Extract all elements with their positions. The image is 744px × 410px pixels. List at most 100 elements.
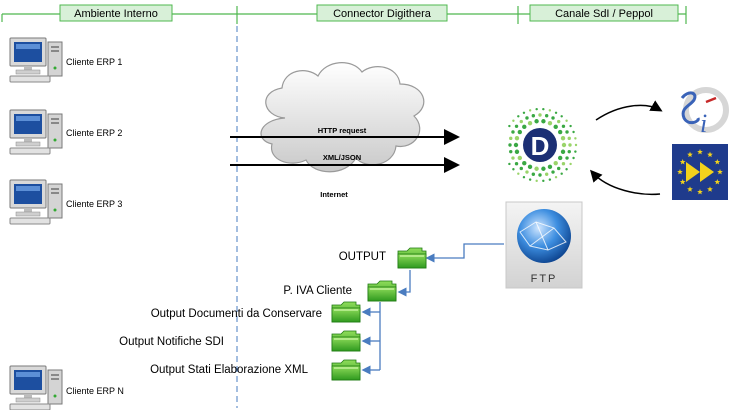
- logo-dot: [565, 168, 568, 171]
- folder-output-label: OUTPUT: [339, 251, 386, 263]
- arrow-to-sdi: [595, 100, 663, 121]
- logo-dot: [517, 115, 520, 118]
- logo-dot: [574, 137, 577, 140]
- sdi-logo-letter: i: [700, 109, 707, 138]
- star-mark: [677, 169, 683, 175]
- digithera-logo-icon: [508, 107, 578, 183]
- logo-dot: [527, 120, 533, 126]
- client-label: Cliente ERP N: [66, 386, 124, 396]
- folder-notifiche-label: Output Notifiche SDI: [119, 336, 224, 348]
- connector-output-to-piva: [397, 270, 411, 297]
- ftp-label: FTP: [531, 273, 558, 285]
- section-header-channel: Canale SdI / Peppol: [517, 4, 687, 24]
- cloud-icon: [260, 62, 425, 173]
- logo-dot: [531, 114, 536, 118]
- logo-dot: [514, 136, 520, 141]
- logo-dot: [557, 129, 563, 135]
- star-mark: [697, 189, 703, 195]
- logo-dot: [557, 119, 561, 124]
- logo-dot: [522, 176, 526, 179]
- logo-dot: [568, 143, 572, 147]
- peppol-logo: [672, 144, 728, 200]
- logo-dot: [544, 114, 549, 118]
- folder-piva: P. IVA Cliente: [283, 280, 397, 302]
- logo-dot: [561, 162, 566, 166]
- logo-dot: [538, 113, 542, 117]
- logo-dot: [553, 124, 558, 130]
- internet-cloud: HTTP request XML/JSON Internet: [260, 62, 425, 199]
- section-header-internal: Ambiente Interno: [1, 4, 237, 22]
- star-mark: [714, 179, 721, 185]
- cloud-format-label: XML/JSON: [323, 153, 361, 162]
- logo-dot: [557, 166, 561, 171]
- logo-dot: [538, 173, 542, 177]
- logo-dot: [569, 162, 572, 166]
- folder-docs-label: Output Documenti da Conservare: [151, 308, 322, 320]
- logo-dot: [574, 150, 577, 153]
- logo-dot: [511, 130, 515, 134]
- logo-dot: [560, 136, 566, 141]
- logo-dot: [535, 107, 538, 111]
- logo-dot: [512, 168, 515, 171]
- logo-dot: [522, 124, 527, 130]
- folder-icon: [367, 280, 397, 302]
- logo-dot: [561, 142, 567, 148]
- logo-dot: [560, 149, 566, 154]
- logo-dot: [509, 149, 513, 154]
- folder-stati-label: Output Stati Elaborazione XML: [150, 364, 308, 376]
- folder-piva-label: P. IVA Cliente: [283, 285, 352, 297]
- folder-notifiche: Output Notifiche SDI: [119, 330, 361, 352]
- computer-icon: [9, 179, 63, 225]
- logo-dot: [554, 111, 558, 114]
- logo-dot: [565, 130, 569, 134]
- logo-dot: [508, 124, 511, 128]
- logo-dot: [542, 107, 545, 111]
- logo-dot: [517, 172, 520, 175]
- star-mark: [717, 169, 723, 175]
- logo-dot: [547, 120, 553, 126]
- logo-dot: [528, 109, 532, 112]
- folder-docs: Output Documenti da Conservare: [151, 301, 361, 323]
- folder-icon: [331, 301, 361, 323]
- star-mark: [714, 159, 721, 165]
- client-label: Cliente ERP 1: [66, 57, 122, 67]
- logo-dot: [534, 166, 539, 171]
- logo-dot: [574, 143, 578, 147]
- logo-dot: [548, 109, 552, 112]
- folder-icon: [397, 247, 427, 269]
- logo-dot: [565, 119, 568, 122]
- logo-dot: [551, 116, 555, 120]
- folder-stati: Output Stati Elaborazione XML: [150, 359, 361, 381]
- section-connector-label: Connector Digithera: [333, 8, 432, 20]
- logo-dot: [572, 130, 575, 134]
- section-internal-label: Ambiente Interno: [74, 8, 158, 20]
- client-label: Cliente ERP 3: [66, 199, 122, 209]
- computer-icon: [9, 365, 63, 410]
- computer-icon: [9, 109, 63, 155]
- section-header-connector: Connector Digithera: [236, 4, 518, 24]
- logo-dot: [551, 170, 555, 174]
- logo-dot: [548, 178, 552, 181]
- section-channel-label: Canale SdI / Peppol: [555, 8, 653, 20]
- logo-dot: [534, 119, 539, 124]
- logo-dot: [514, 149, 520, 154]
- logo-dot: [572, 156, 575, 160]
- logo-dot: [525, 170, 529, 174]
- logo-dot: [512, 119, 515, 122]
- folder-output: OUTPUT: [339, 247, 427, 269]
- logo-dot: [561, 124, 566, 128]
- logo-dot: [525, 116, 529, 120]
- logo-dot: [569, 124, 572, 128]
- client-erp-3: Cliente ERP 3: [9, 179, 122, 225]
- logo-dot: [565, 156, 569, 160]
- logo-dot: [522, 111, 526, 114]
- arrow-from-peppol: [590, 169, 661, 196]
- logo-dot: [553, 160, 558, 166]
- cloud-caption-label: Internet: [320, 190, 348, 199]
- logo-dot: [509, 136, 513, 141]
- logo-dot: [513, 142, 519, 148]
- logo-dot: [541, 166, 546, 171]
- logo-dot: [544, 172, 549, 176]
